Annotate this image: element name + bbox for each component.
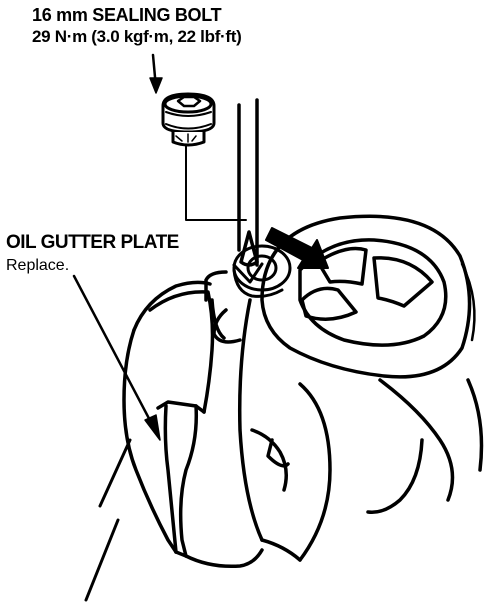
sealing-bolt bbox=[161, 92, 216, 147]
cylinder-head bbox=[204, 270, 484, 562]
tool-rod bbox=[232, 98, 264, 284]
cam-holder bbox=[260, 214, 476, 379]
holder-window-top bbox=[316, 246, 368, 286]
plate-callout-arrow bbox=[72, 274, 161, 441]
bolt-callout-arrow bbox=[149, 53, 163, 94]
sealing-bolt-title: 16 mm SEALING BOLT bbox=[32, 5, 222, 25]
sealing-bolt-torque: 29 N·m (3.0 kgf·m, 22 lbf·ft) bbox=[32, 27, 242, 46]
oil-gutter-plate-note: Replace. bbox=[6, 257, 70, 274]
engine-block-edge bbox=[84, 438, 132, 602]
holder-window-right bbox=[372, 256, 434, 308]
oil-gutter-plate bbox=[122, 280, 264, 569]
plug-hole bbox=[232, 244, 292, 298]
oil-gutter-plate-title: OIL GUTTER PLATE bbox=[6, 232, 179, 253]
holder-window-left bbox=[300, 286, 358, 321]
bolt-leader-line bbox=[185, 144, 247, 221]
